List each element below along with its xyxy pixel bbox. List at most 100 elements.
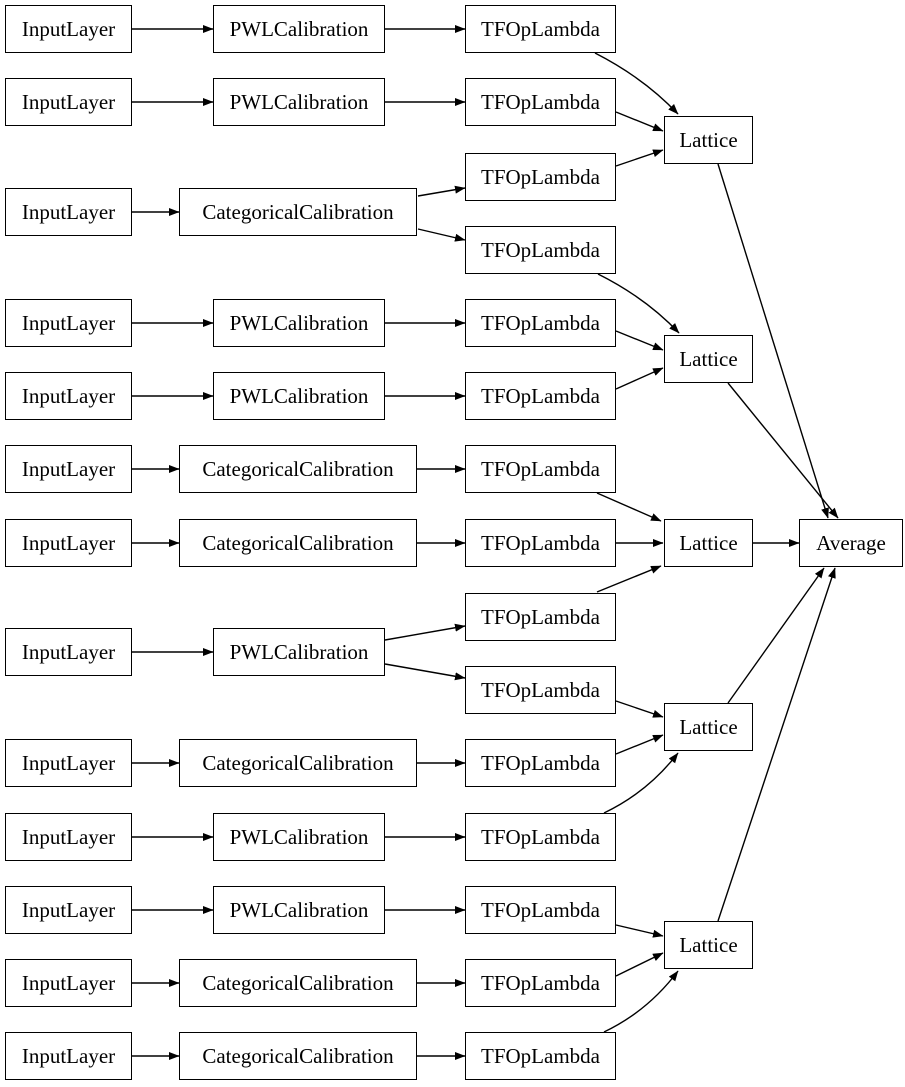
node-label: CategoricalCalibration: [202, 750, 394, 775]
node-tfoplambda: TFOpLambda: [465, 739, 616, 787]
node-lattice: Lattice: [664, 921, 753, 969]
node-label: InputLayer: [21, 897, 116, 922]
node-label: InputLayer: [21, 1043, 116, 1068]
node-inputlayer: InputLayer: [5, 188, 132, 236]
node-label: TFOpLambda: [481, 677, 600, 702]
node-tfoplambda: TFOpLambda: [465, 299, 616, 347]
node-inputlayer: InputLayer: [5, 78, 132, 126]
node-label: TFOpLambda: [481, 237, 600, 262]
node-label: TFOpLambda: [481, 310, 600, 335]
node-label: InputLayer: [21, 456, 116, 481]
node-pwlcalibration: PWLCalibration: [213, 5, 385, 53]
node-label: InputLayer: [21, 639, 116, 664]
node-label: TFOpLambda: [481, 383, 600, 408]
node-tfoplambda: TFOpLambda: [465, 519, 616, 567]
edge-t10-l4: [615, 700, 664, 718]
node-tfoplambda: TFOpLambda: [465, 78, 616, 126]
node-pwlcalibration: PWLCalibration: [213, 628, 385, 676]
edge-l4-a1: [727, 567, 825, 704]
node-label: Lattice: [679, 530, 738, 555]
edge-l2-a1: [727, 382, 839, 519]
node-pwlcalibration: PWLCalibration: [213, 78, 385, 126]
node-label: CategoricalCalibration: [202, 456, 394, 481]
node-tfoplambda: TFOpLambda: [465, 959, 616, 1007]
node-label: PWLCalibration: [229, 16, 369, 41]
node-label: PWLCalibration: [229, 897, 369, 922]
edge-t12-l4: [603, 752, 679, 814]
node-label: TFOpLambda: [481, 824, 600, 849]
edge-t15-l5: [603, 970, 679, 1033]
node-label: PWLCalibration: [229, 639, 369, 664]
node-inputlayer: InputLayer: [5, 739, 132, 787]
node-categoricalcalibration: CategoricalCalibration: [179, 739, 417, 787]
node-inputlayer: InputLayer: [5, 813, 132, 861]
node-label: Lattice: [679, 932, 738, 957]
edge-c8-t9: [384, 623, 466, 641]
node-pwlcalibration: PWLCalibration: [213, 372, 385, 420]
node-pwlcalibration: PWLCalibration: [213, 813, 385, 861]
node-inputlayer: InputLayer: [5, 299, 132, 347]
edge-t11-l4: [615, 734, 664, 755]
node-label: TFOpLambda: [481, 456, 600, 481]
node-pwlcalibration: PWLCalibration: [213, 886, 385, 934]
node-tfoplambda: TFOpLambda: [465, 372, 616, 420]
node-label: PWLCalibration: [229, 824, 369, 849]
node-lattice: Lattice: [664, 519, 753, 567]
node-label: InputLayer: [21, 199, 116, 224]
node-label: InputLayer: [21, 16, 116, 41]
node-label: TFOpLambda: [481, 750, 600, 775]
node-label: TFOpLambda: [481, 164, 600, 189]
node-categoricalcalibration: CategoricalCalibration: [179, 445, 417, 493]
node-label: InputLayer: [21, 383, 116, 408]
node-label: TFOpLambda: [481, 897, 600, 922]
edge-t13-l5: [615, 924, 664, 938]
node-label: CategoricalCalibration: [202, 530, 394, 555]
node-tfoplambda: TFOpLambda: [465, 666, 616, 714]
node-label: TFOpLambda: [481, 89, 600, 114]
edge-t4-l2: [597, 273, 680, 334]
node-pwlcalibration: PWLCalibration: [213, 299, 385, 347]
node-label: InputLayer: [21, 970, 116, 995]
node-categoricalcalibration: CategoricalCalibration: [179, 1032, 417, 1080]
edge-t6-l2: [615, 367, 664, 390]
node-categoricalcalibration: CategoricalCalibration: [179, 959, 417, 1007]
node-label: TFOpLambda: [481, 970, 600, 995]
node-inputlayer: InputLayer: [5, 628, 132, 676]
edge-l5-a1: [717, 567, 836, 922]
node-tfoplambda: TFOpLambda: [465, 153, 616, 201]
node-lattice: Lattice: [664, 335, 753, 383]
edge-t3-l1: [615, 149, 664, 167]
edge-t14-l5: [615, 952, 664, 977]
node-label: Lattice: [679, 346, 738, 371]
node-label: PWLCalibration: [229, 89, 369, 114]
node-label: TFOpLambda: [481, 530, 600, 555]
edge-t1-l1: [594, 52, 679, 115]
node-label: InputLayer: [21, 530, 116, 555]
node-tfoplambda: TFOpLambda: [465, 886, 616, 934]
node-label: InputLayer: [21, 89, 116, 114]
edge-t9-l3: [596, 565, 662, 593]
edge-l1-a1: [717, 163, 829, 519]
node-inputlayer: InputLayer: [5, 1032, 132, 1080]
node-inputlayer: InputLayer: [5, 372, 132, 420]
node-label: PWLCalibration: [229, 383, 369, 408]
edge-t5-l2: [615, 330, 664, 351]
node-label: TFOpLambda: [481, 604, 600, 629]
node-inputlayer: InputLayer: [5, 886, 132, 934]
node-label: CategoricalCalibration: [202, 1043, 394, 1068]
node-label: TFOpLambda: [481, 1043, 600, 1068]
node-inputlayer: InputLayer: [5, 445, 132, 493]
node-lattice: Lattice: [664, 116, 753, 164]
node-tfoplambda: TFOpLambda: [465, 813, 616, 861]
edge-c8-t10: [384, 663, 466, 681]
node-label: InputLayer: [21, 824, 116, 849]
node-label: InputLayer: [21, 750, 116, 775]
node-label: TFOpLambda: [481, 16, 600, 41]
node-lattice: Lattice: [664, 703, 753, 751]
node-tfoplambda: TFOpLambda: [465, 5, 616, 53]
node-label: Lattice: [679, 127, 738, 152]
node-average: Average: [799, 519, 903, 567]
node-categoricalcalibration: CategoricalCalibration: [179, 519, 417, 567]
